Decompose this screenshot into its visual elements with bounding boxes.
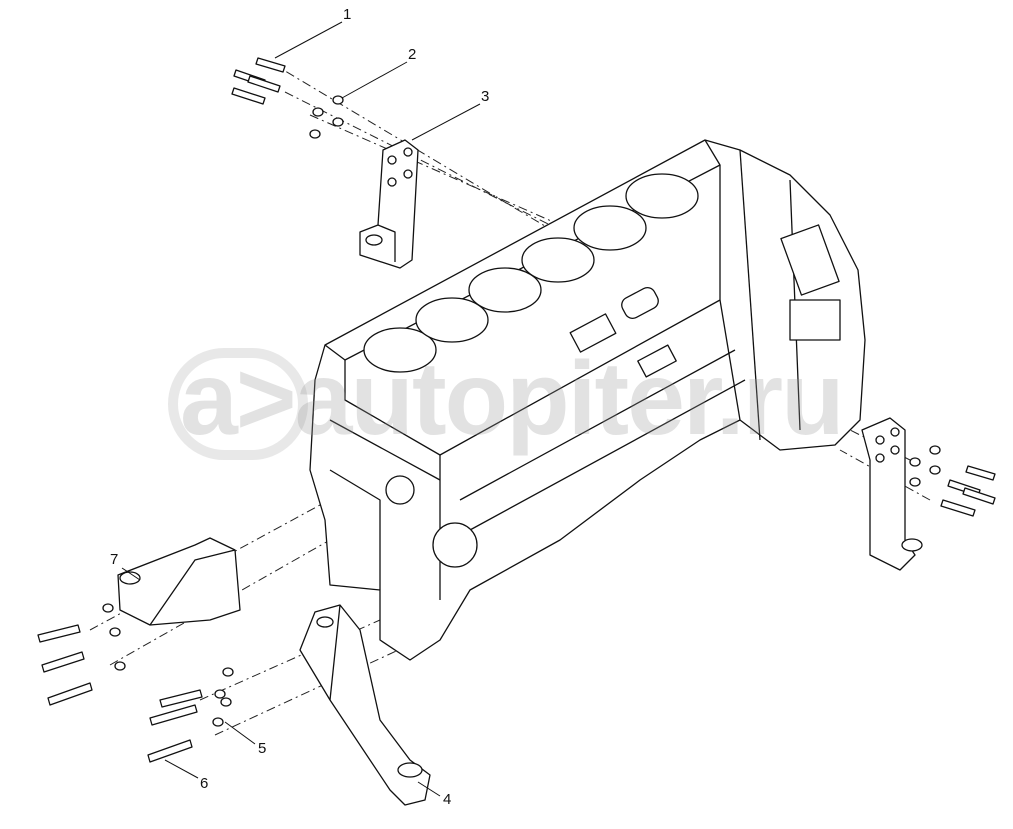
- leader-lines: [121, 21, 481, 797]
- callout-5: 5: [258, 740, 267, 757]
- bracket-right: [861, 417, 996, 571]
- callout-6: 6: [200, 775, 209, 792]
- callout-3: 3: [481, 88, 490, 105]
- callout-7: 7: [110, 551, 119, 568]
- callout-2: 2: [408, 46, 417, 63]
- watermark-logo: [168, 348, 308, 460]
- lower-bolts-part-6: [147, 689, 203, 763]
- washers-upper-part-2: [309, 95, 344, 139]
- bracket-upper-part-3: [359, 139, 419, 269]
- engine-block: [309, 139, 866, 661]
- bracket-left-part-7: [37, 537, 241, 706]
- lower-washers-part-5: [212, 667, 234, 727]
- watermark: a>autopiter.ru: [180, 341, 845, 457]
- bracket-lower-part-4: [299, 604, 431, 806]
- callout-4: 4: [443, 791, 452, 808]
- bolts-upper-part-1: [231, 57, 286, 105]
- callout-1: 1: [343, 6, 352, 23]
